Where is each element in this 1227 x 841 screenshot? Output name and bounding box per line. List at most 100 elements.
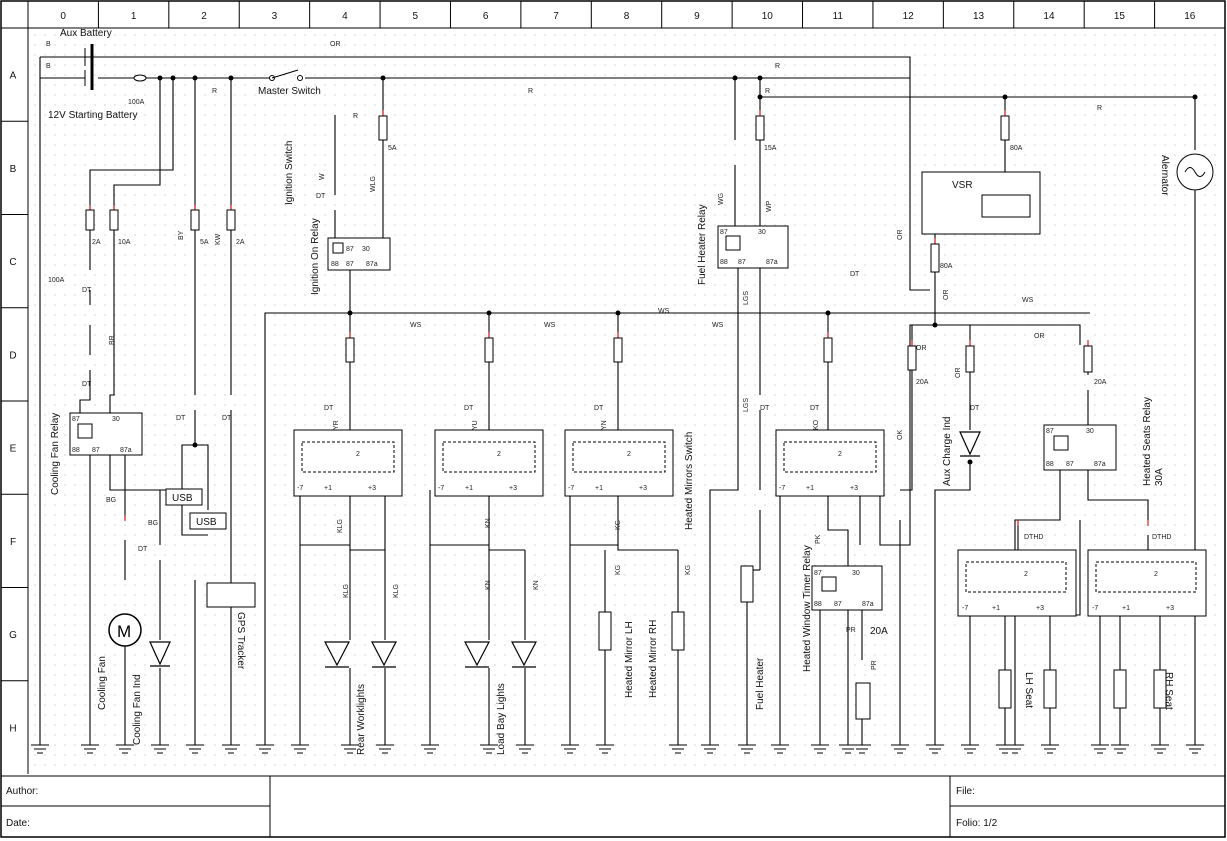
- row-label: H: [9, 723, 16, 734]
- ignition-relay-label: Ignition On Relay: [310, 218, 321, 295]
- svg-text:KLG: KLG: [337, 519, 344, 533]
- rocker-switch-mirrors: -7 +1 2 +3: [564, 429, 674, 497]
- svg-text:-7: -7: [962, 605, 968, 612]
- dt-connector-label: DT: [594, 405, 604, 412]
- column-label: 1: [131, 11, 137, 22]
- svg-text:KN: KN: [533, 580, 540, 590]
- fuel-heater-label: Fuel Heater: [755, 657, 766, 710]
- dt-connector-label: DT: [464, 405, 474, 412]
- svg-text:+3: +3: [1036, 605, 1044, 612]
- svg-text:R: R: [528, 88, 533, 95]
- starting-battery-label: 12V Starting Battery: [48, 110, 138, 121]
- row-label: G: [9, 630, 17, 641]
- svg-text:87a: 87a: [862, 601, 874, 608]
- aux-battery-symbol: [84, 44, 94, 70]
- svg-text:OR: OR: [943, 290, 950, 301]
- svg-text:USB: USB: [196, 517, 217, 528]
- svg-text:+1: +1: [1122, 605, 1130, 612]
- svg-text:87: 87: [346, 246, 354, 253]
- title-block: Author: Date: File: Folio: 1/2: [1, 775, 1225, 837]
- svg-text:LGS: LGS: [743, 291, 750, 305]
- fuel-heater-relay: 87 30 88 87 87a: [717, 225, 789, 269]
- cooling-fan-relay-label: Cooling Fan Relay: [50, 413, 61, 495]
- aux-battery-label: Aux Battery: [60, 28, 112, 39]
- fuse-20a-c: 20A: [870, 626, 888, 637]
- fuse-2a-b: 2A: [236, 239, 245, 246]
- row-dividers: [1, 27, 28, 682]
- row-label: F: [10, 537, 16, 548]
- svg-text:WG: WG: [718, 193, 725, 205]
- column-label: 16: [1184, 11, 1196, 22]
- svg-text:-7: -7: [1092, 605, 1098, 612]
- svg-text:KG: KG: [685, 565, 692, 575]
- svg-text:+1: +1: [992, 605, 1000, 612]
- svg-text:87a: 87a: [120, 447, 132, 454]
- svg-text:87: 87: [738, 259, 746, 266]
- svg-text:+3: +3: [850, 485, 858, 492]
- gps-tracker-label: GPS Tracker: [235, 612, 246, 670]
- column-label: 5: [412, 11, 418, 22]
- svg-text:BG: BG: [148, 520, 158, 527]
- svg-text:KLG: KLG: [343, 584, 350, 598]
- svg-text:+1: +1: [806, 485, 814, 492]
- svg-text:OR: OR: [330, 41, 341, 48]
- svg-text:30: 30: [362, 246, 370, 253]
- svg-text:BG: BG: [106, 497, 116, 504]
- svg-text:YR: YR: [333, 420, 340, 430]
- svg-text:87: 87: [72, 416, 80, 423]
- heated-mirror-lh-label: Heated Mirror LH: [624, 621, 635, 698]
- fuse-symbols: [85, 115, 1093, 373]
- heated-seats-relay: 87 30 88 87 87a: [1043, 424, 1117, 471]
- svg-text:-7: -7: [297, 485, 303, 492]
- svg-text:R: R: [775, 63, 780, 70]
- svg-text:30: 30: [758, 229, 766, 236]
- ignition-switch-label: Ignition Switch: [284, 141, 295, 205]
- svg-text:+1: +1: [324, 485, 332, 492]
- file-label: File:: [956, 786, 975, 797]
- cooling-fan-label: Cooling Fan: [97, 656, 108, 710]
- row-label: B: [10, 164, 17, 175]
- rocker-switch-window: -7 +1 2 +3: [775, 429, 885, 497]
- gps-tracker-box: [206, 582, 256, 608]
- svg-text:2: 2: [356, 451, 360, 458]
- svg-text:+3: +3: [639, 485, 647, 492]
- dthd-connector-label: DTHD: [1024, 534, 1043, 541]
- column-label: 12: [903, 11, 915, 22]
- svg-text:30: 30: [852, 570, 860, 577]
- fuse-10a: 10A: [118, 239, 131, 246]
- column-label: 6: [483, 11, 489, 22]
- rocker-switch-rh-seat: -7 +1 2 +3: [1087, 549, 1207, 617]
- column-label: 4: [342, 11, 348, 22]
- fuel-heater-relay-label: Fuel Heater Relay: [697, 204, 708, 285]
- svg-text:PK: PK: [815, 534, 822, 544]
- vsr-label: VSR: [952, 180, 973, 191]
- dt-connector-label: DT: [760, 405, 770, 412]
- svg-text:B: B: [46, 41, 51, 48]
- svg-text:KO: KO: [813, 419, 820, 430]
- svg-text:WS: WS: [658, 308, 670, 315]
- lh-seat-label: LH Seat: [1023, 672, 1034, 708]
- svg-text:87: 87: [1046, 428, 1054, 435]
- svg-text:OR: OR: [955, 368, 962, 379]
- column-label: 2: [201, 11, 207, 22]
- cooling-fan-motor: M: [108, 613, 142, 647]
- fuse-15a: 15A: [764, 145, 777, 152]
- svg-text:W: W: [319, 173, 326, 180]
- svg-text:2: 2: [838, 451, 842, 458]
- rocker-switch-worklights: -7 +1 2 +3: [293, 429, 403, 497]
- svg-text:OK: OK: [897, 430, 904, 440]
- heated-seats-relay-label: Heated Seats Relay: [1142, 397, 1153, 486]
- dt-connector-label: DT: [82, 287, 92, 294]
- load-bay-lights-label: Load Bay Lights: [496, 683, 507, 755]
- row-label: C: [9, 257, 16, 268]
- heater-elements: [598, 565, 1167, 720]
- svg-text:30: 30: [112, 416, 120, 423]
- column-label: 7: [553, 11, 559, 22]
- svg-text:-7: -7: [779, 485, 785, 492]
- row-label: D: [9, 350, 16, 361]
- date-label: Date:: [6, 818, 30, 829]
